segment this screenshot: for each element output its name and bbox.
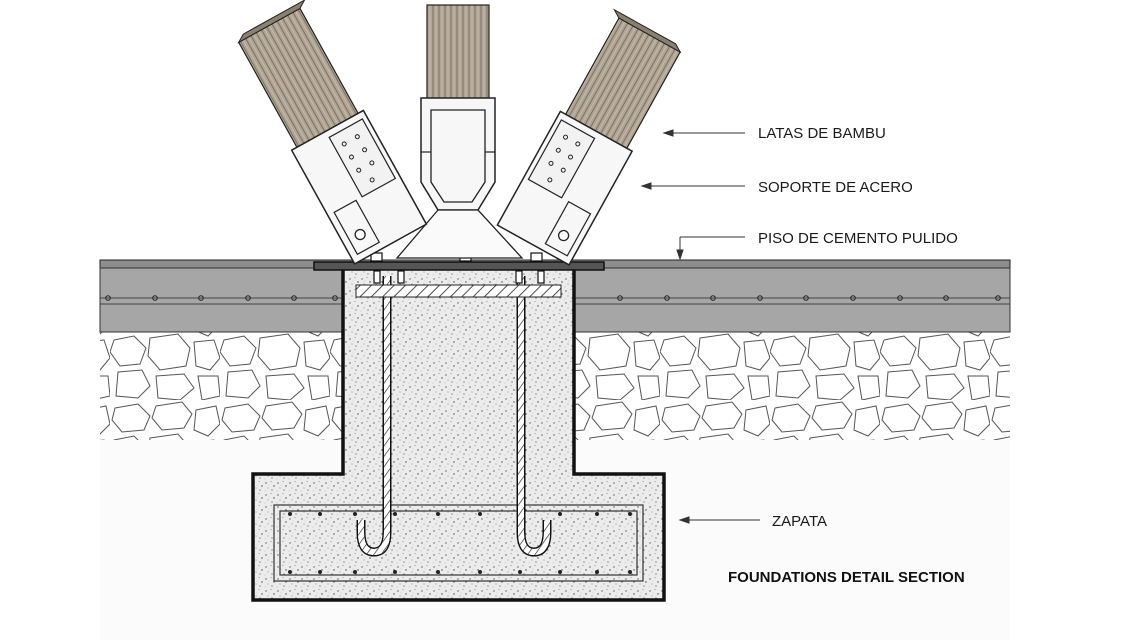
callout-leaders (640, 129, 760, 524)
footing-reinforcement (273, 504, 644, 582)
slab-rebar-dots (105, 295, 1001, 301)
bamboo-post-center (395, 4, 524, 259)
label-floor: PISO DE CEMENTO PULIDO (758, 230, 958, 247)
bamboo-post-left (237, 0, 428, 265)
label-steel-bracket: SOPORTE DE ACERO (758, 179, 913, 196)
hatched-top-bar (355, 284, 562, 298)
anchor-bars (356, 276, 552, 557)
section-title: FOUNDATIONS DETAIL SECTION (728, 569, 965, 586)
footing-body (251, 266, 666, 602)
label-footing: ZAPATA (772, 513, 827, 530)
steel-base-plate (313, 261, 605, 271)
bamboo-post-right (496, 8, 682, 266)
label-bamboo: LATAS DE BAMBU (758, 125, 886, 142)
